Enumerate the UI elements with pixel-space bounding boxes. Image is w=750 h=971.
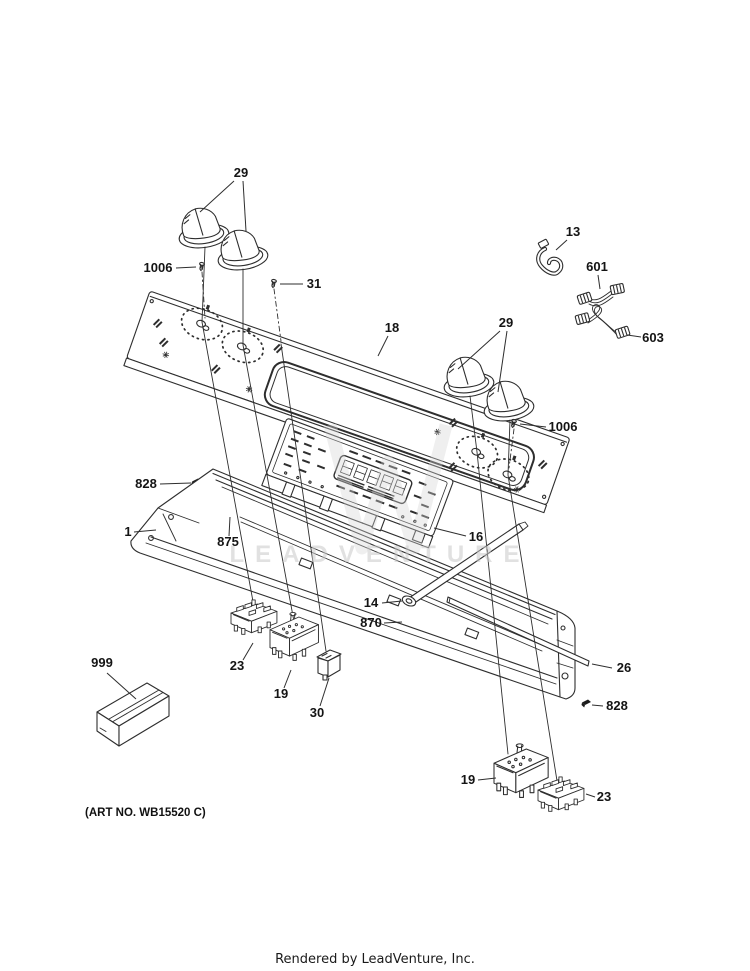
control-panel-edge xyxy=(123,357,548,514)
control-panel xyxy=(123,291,570,514)
shaft-lines xyxy=(201,246,559,788)
part-label-13: 13 xyxy=(566,224,580,239)
part-label-19-lower: 19 xyxy=(461,772,475,787)
support-rod xyxy=(401,521,529,607)
part-label-29-right: 29 xyxy=(499,315,513,330)
control-board xyxy=(261,418,454,549)
leader-lines xyxy=(106,180,642,798)
part-label-30: 30 xyxy=(310,705,324,720)
part-label-23-upper: 23 xyxy=(230,658,244,673)
part-label-1006-left: 1006 xyxy=(144,260,173,275)
literature-box xyxy=(96,682,170,747)
part-label-603: 603 xyxy=(642,330,664,345)
callouts: 29 1006 31 13 601 603 18 29 1006 828 1 8… xyxy=(91,165,664,804)
part-label-18: 18 xyxy=(385,320,399,335)
part-label-601: 601 xyxy=(586,259,608,274)
part-label-870: 870 xyxy=(360,615,382,630)
display-window xyxy=(263,360,535,492)
part-label-29-top: 29 xyxy=(234,165,248,180)
part-label-16: 16 xyxy=(469,529,483,544)
harness-603 xyxy=(574,304,631,340)
part-label-19-upper: 19 xyxy=(274,686,288,701)
screw-828-right-icon xyxy=(580,698,592,709)
panel-markings xyxy=(149,298,565,499)
probe-wire xyxy=(536,238,564,276)
watermark: LEADVENTURE xyxy=(229,423,530,568)
switch-30 xyxy=(316,649,342,681)
trim-strip xyxy=(446,596,590,667)
part-label-1006-right: 1006 xyxy=(549,419,578,434)
screw-31-icon xyxy=(269,278,278,289)
frame-part xyxy=(130,468,576,700)
harness-601 xyxy=(576,282,626,307)
board-buttons xyxy=(283,471,427,527)
board-display xyxy=(333,454,413,505)
part-label-31: 31 xyxy=(307,276,321,291)
alignment-dash-lines xyxy=(201,271,515,469)
part-label-828-right: 828 xyxy=(606,698,628,713)
part-label-23-lower: 23 xyxy=(597,789,611,804)
watermark-text: LEADVENTURE xyxy=(229,541,530,568)
part-label-1: 1 xyxy=(124,524,131,539)
art-number: (ART NO. WB15520 C) xyxy=(85,807,206,819)
part-label-999: 999 xyxy=(91,655,113,670)
renderer-credit: Rendered by LeadVenture, Inc. xyxy=(275,952,475,967)
part-label-14: 14 xyxy=(364,595,379,610)
part-label-828-left: 828 xyxy=(135,476,157,491)
switch-23-lower xyxy=(537,776,585,812)
watermark-logo xyxy=(323,423,453,555)
part-label-26: 26 xyxy=(617,660,631,675)
part-label-875: 875 xyxy=(217,534,239,549)
switch-23-upper xyxy=(230,599,278,635)
